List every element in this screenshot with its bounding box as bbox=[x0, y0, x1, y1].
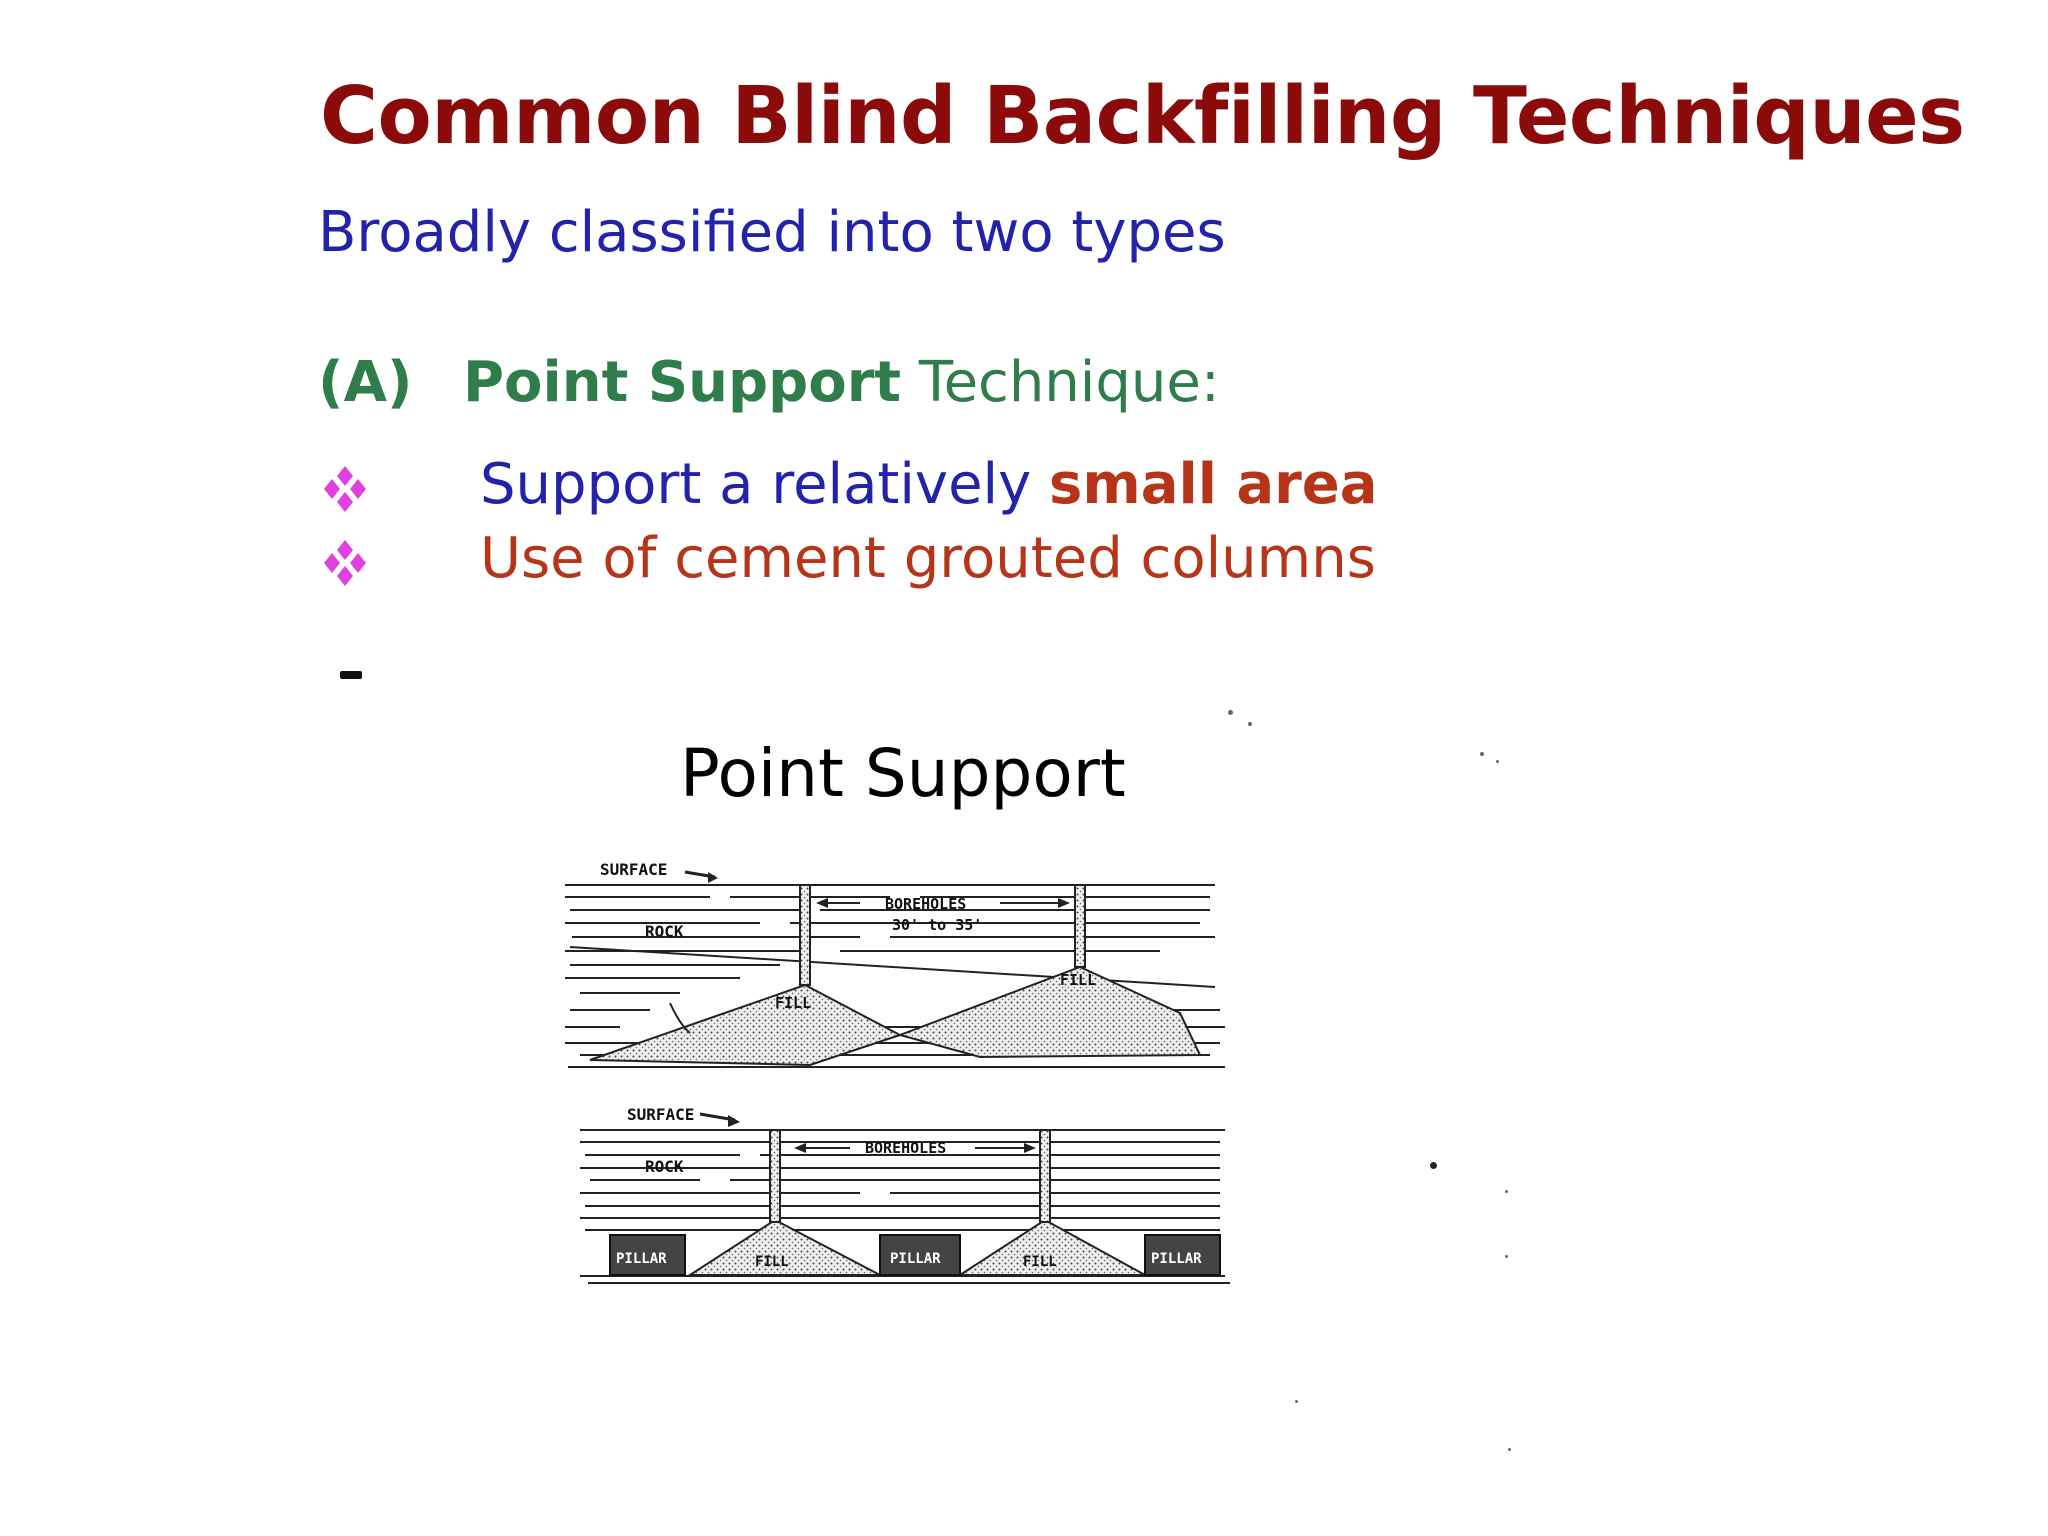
fill-label: FILL bbox=[775, 994, 811, 1012]
surface-label: SURFACE bbox=[627, 1105, 694, 1124]
section-heading: (A) Point Support Technique: bbox=[318, 350, 1220, 415]
slide-subtitle: Broadly classified into two types bbox=[318, 200, 1226, 265]
section-name: Point Support bbox=[463, 350, 902, 415]
diagram-bottom: SURFACE ROCK BOREHOLES PILLAR PILLAR PIL… bbox=[580, 1105, 1230, 1284]
bullet-text-emphasis: small area bbox=[1049, 452, 1378, 517]
scan-speck bbox=[1295, 1400, 1298, 1403]
section-rest: Technique: bbox=[901, 350, 1220, 415]
diamond-cluster-icon bbox=[324, 466, 366, 512]
scan-speck bbox=[1496, 760, 1499, 763]
fill-label: FILL bbox=[755, 1254, 789, 1270]
spacing-label: 30' to 35' bbox=[892, 916, 982, 934]
boreholes-label: BOREHOLES bbox=[865, 1139, 946, 1157]
scan-speck bbox=[1248, 722, 1252, 726]
section-label: (A) bbox=[318, 350, 413, 415]
bullet-text: Use of cement grouted columns bbox=[480, 526, 1376, 591]
rock-label: ROCK bbox=[645, 1157, 684, 1176]
bullet-text: Support a relatively small area bbox=[480, 452, 1378, 517]
bullet-text-plain: Support a relatively bbox=[480, 452, 1050, 517]
scan-speck bbox=[1505, 1255, 1508, 1258]
fill-label: FILL bbox=[1023, 1254, 1057, 1270]
rock-label: ROCK bbox=[645, 922, 684, 941]
pillar-label: PILLAR bbox=[1151, 1251, 1202, 1267]
scan-speck bbox=[1430, 1162, 1437, 1169]
slide-title: Common Blind Backfilling Techniques bbox=[320, 70, 1965, 162]
fill-label: FILL bbox=[1060, 971, 1096, 989]
boreholes-label: BOREHOLES bbox=[885, 895, 966, 913]
scan-speck bbox=[1508, 1448, 1511, 1451]
figure-title: Point Support bbox=[680, 735, 1126, 812]
diagram-top: SURFACE ROCK BOREHOLES 30' to 35' FILL F… bbox=[565, 860, 1225, 1068]
scan-speck bbox=[1228, 710, 1233, 715]
pillar-label: PILLAR bbox=[616, 1251, 667, 1267]
diamond-cluster-icon bbox=[324, 540, 366, 586]
scan-speck bbox=[1505, 1190, 1508, 1193]
scan-speck bbox=[1480, 752, 1484, 756]
stray-mark bbox=[340, 671, 362, 679]
pillar-label: PILLAR bbox=[890, 1251, 941, 1267]
surface-label: SURFACE bbox=[600, 860, 667, 879]
point-support-diagram: SURFACE ROCK BOREHOLES 30' to 35' FILL F… bbox=[565, 860, 1230, 1284]
